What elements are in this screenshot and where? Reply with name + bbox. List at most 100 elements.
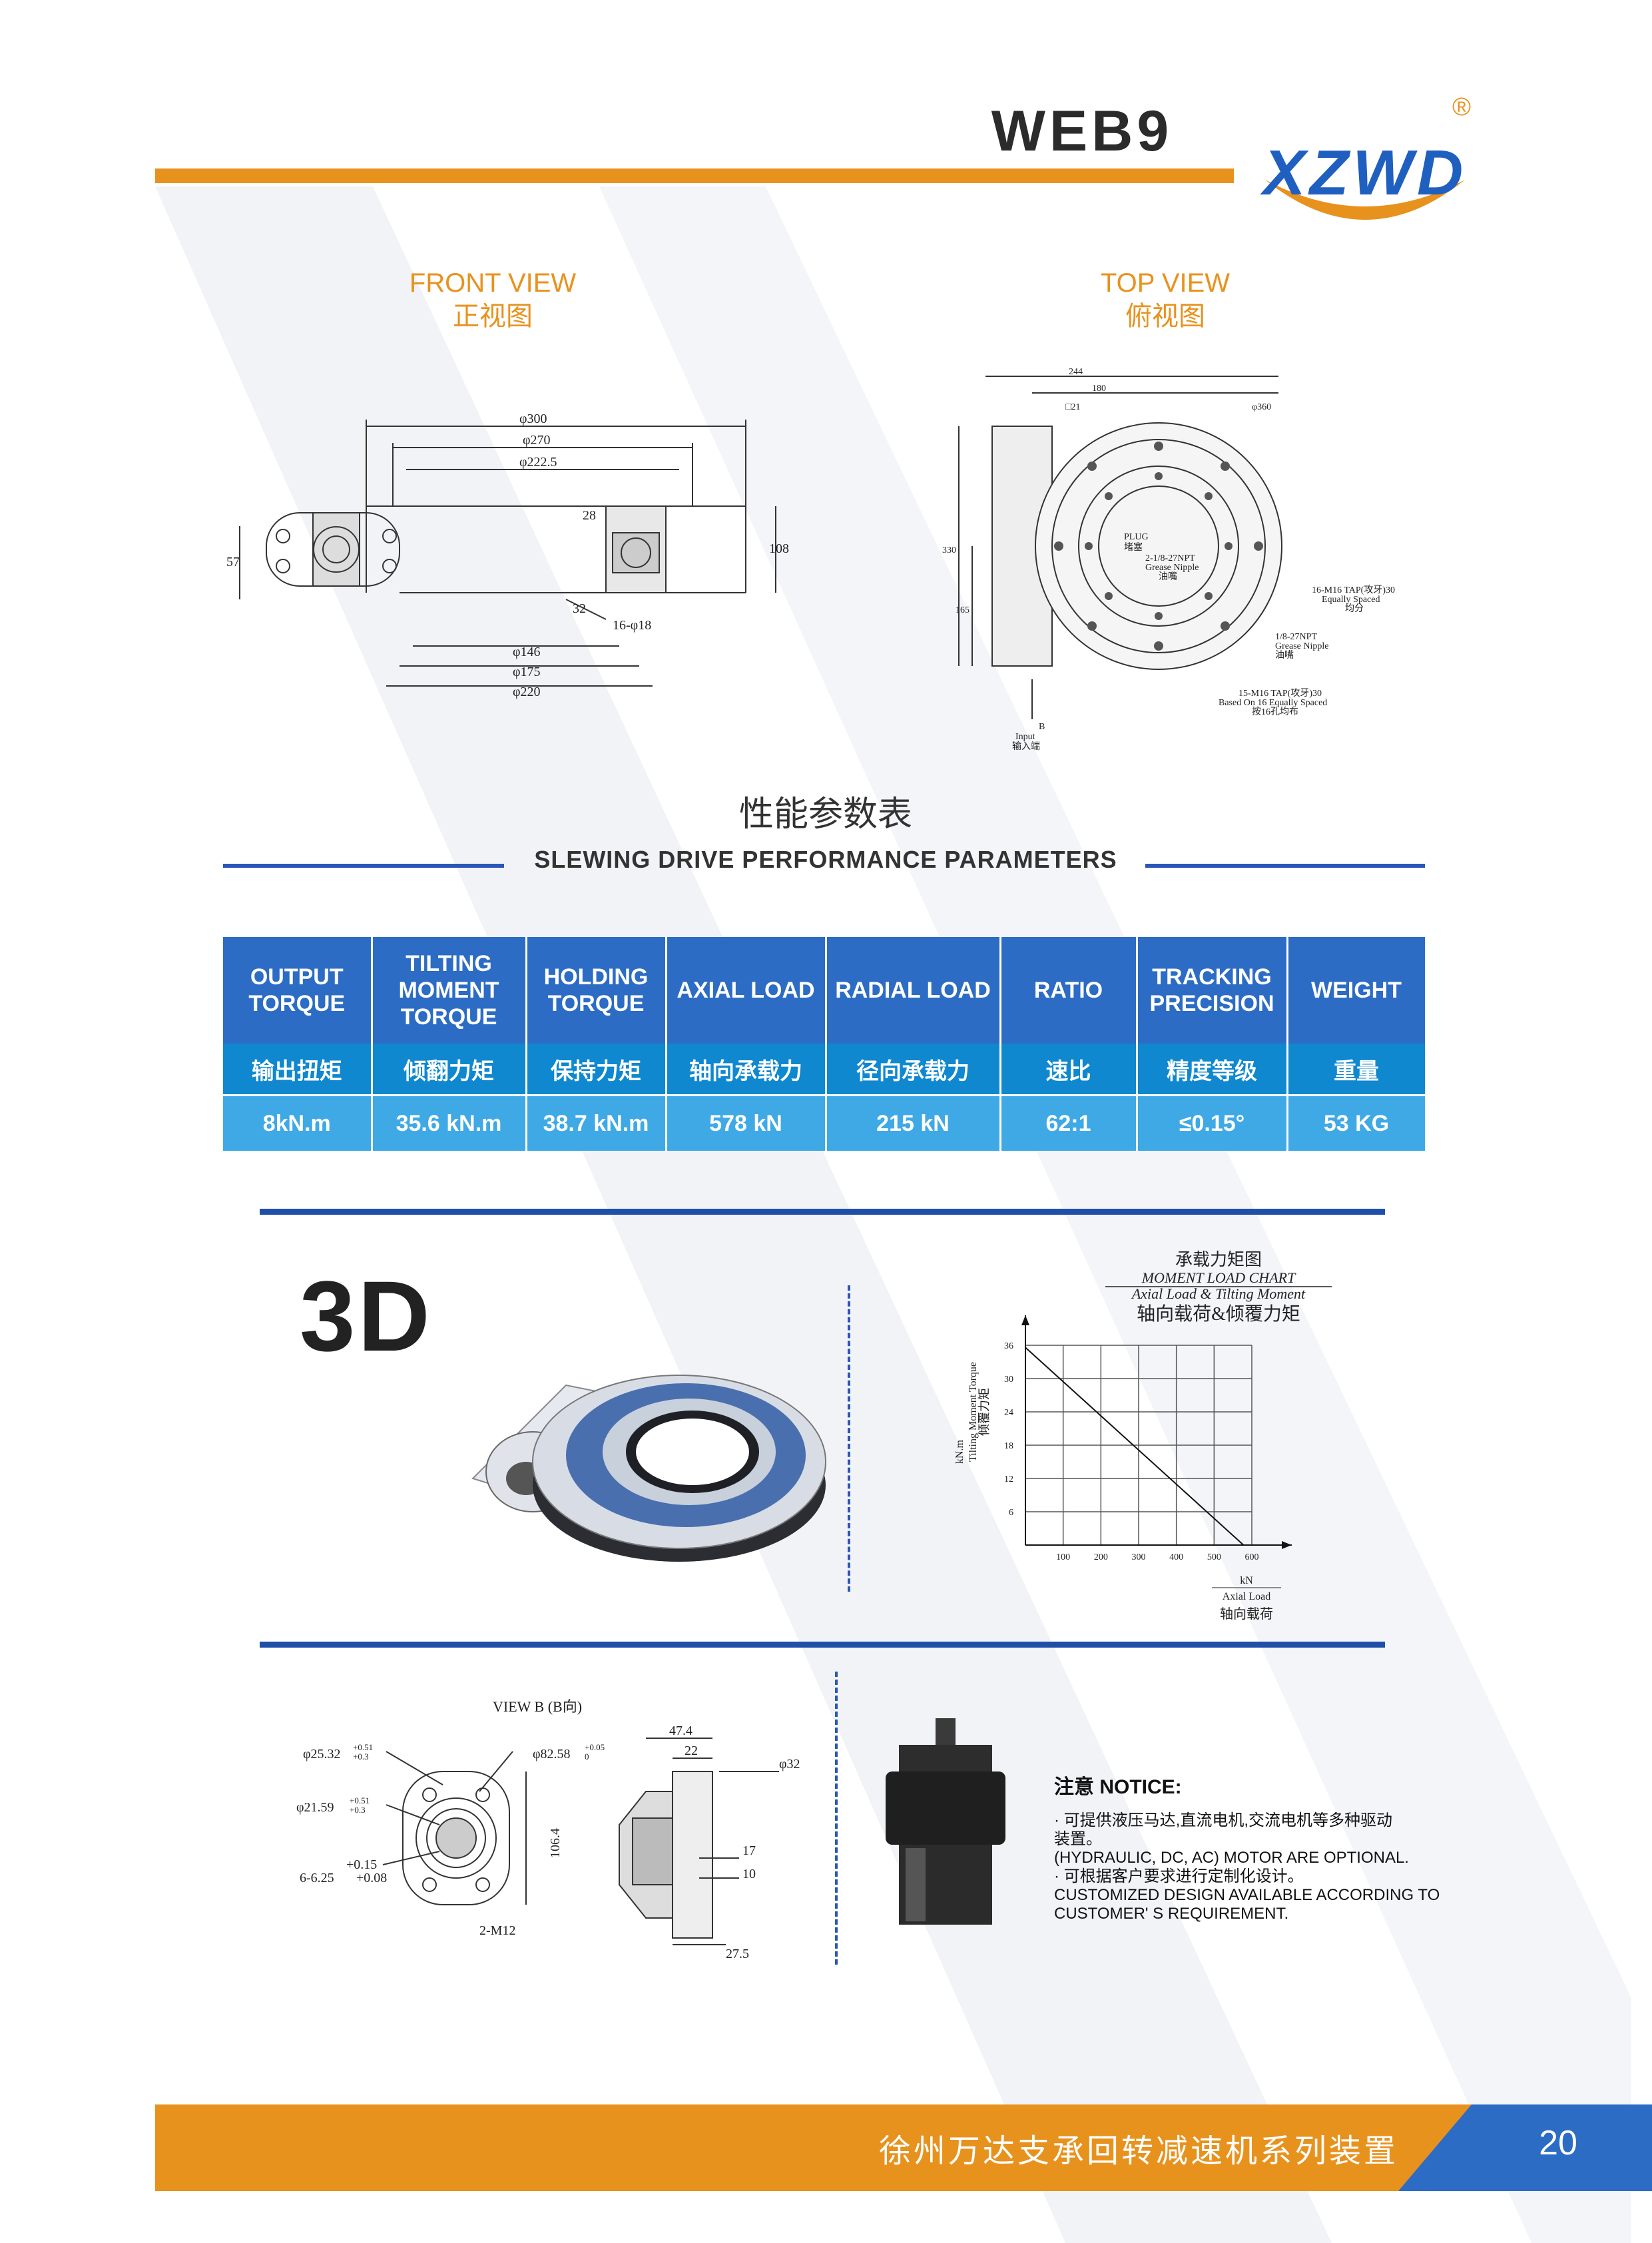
label-plug: PLUG <box>1124 532 1149 542</box>
dim-tol-d2: +0.08 <box>356 1871 387 1885</box>
top-view-title: TOP VIEW 俯视图 <box>1065 266 1265 333</box>
chart-x-arrow <box>1282 1541 1292 1549</box>
chart-y-arrow <box>1021 1315 1029 1325</box>
notice-line: · 可提供液压马达,直流电机,交流电机等多种驱动 <box>1054 1811 1392 1829</box>
top-view-title-cn: 俯视图 <box>1125 302 1205 331</box>
chart-subtitle-cn: 轴向载荷&倾覆力矩 <box>1137 1303 1300 1325</box>
dim-82-58: φ82.58 <box>533 1747 571 1762</box>
dim-tol-a2: +0.3 <box>353 1752 369 1762</box>
table-cell: 38.7 kN.m <box>526 1094 667 1151</box>
label-tap2c: 按16孔均布 <box>1252 707 1298 717</box>
dim-165: 165 <box>956 605 969 615</box>
dim-330: 330 <box>942 545 956 555</box>
dim-300: φ300 <box>519 412 547 426</box>
table-cell: 速比 <box>1000 1044 1138 1096</box>
dim-16-18: 16-φ18 <box>613 618 651 633</box>
label-grease-2: Grease Nipple <box>1145 563 1199 573</box>
dim-222: φ222.5 <box>519 455 557 470</box>
table-cell: 8kN.m <box>223 1094 373 1151</box>
table-cell: 径向承载力 <box>826 1044 1001 1096</box>
chart-x-tick-label: 300 <box>1132 1552 1146 1562</box>
divider-dashed-2 <box>835 1672 838 1965</box>
notice-line: CUSTOMIZED DESIGN AVAILABLE ACCORDING TO <box>1054 1886 1440 1904</box>
col-header: AXIAL LOAD <box>666 937 827 1044</box>
dim-10: 10 <box>742 1867 756 1881</box>
table-cell: 53 KG <box>1287 1094 1427 1151</box>
label-npt-2: Grease Nipple <box>1275 641 1328 651</box>
col-header: RATIO <box>1000 937 1138 1044</box>
dim-28: 28 <box>583 508 596 523</box>
label-tap1: 16-M16 TAP(攻牙)30 <box>1312 585 1395 595</box>
view-b-title: VIEW B (B向) <box>493 1698 582 1715</box>
dim-220: φ220 <box>513 685 541 699</box>
3d-render-image <box>471 1375 826 1562</box>
table-cell: 保持力矩 <box>526 1044 667 1096</box>
front-view-title-cn: 正视图 <box>453 302 533 331</box>
col-header: RADIAL LOAD <box>826 937 1001 1044</box>
dim-146: φ146 <box>513 645 541 659</box>
chart-xlabel: Axial Load <box>1223 1591 1270 1602</box>
chart-x-tick-label: 400 <box>1169 1552 1183 1562</box>
dim-47-4: 47.4 <box>669 1724 692 1738</box>
notice-line: 装置。 <box>1054 1830 1102 1848</box>
table-value-row: 8kN.m 35.6 kN.m 38.7 kN.m 578 kN 215 kN … <box>223 1094 1427 1151</box>
table-cell: 578 kN <box>666 1094 827 1151</box>
dim-57: 57 <box>226 555 240 569</box>
table-cell: 35.6 kN.m <box>372 1094 527 1151</box>
dim-tol-c2: +0.3 <box>350 1805 366 1815</box>
table-cell: 输出扭矩 <box>223 1044 373 1096</box>
chart-xlabel-cn: 轴向载荷 <box>1220 1606 1273 1622</box>
front-view-title-en: FRONT VIEW <box>409 268 577 298</box>
dim-244: 244 <box>1069 367 1083 377</box>
dim-27-5: 27.5 <box>726 1947 749 1961</box>
table-cell: 215 kN <box>826 1094 1001 1151</box>
chart-ylabel-unit: kN.m <box>954 1439 965 1464</box>
table-cell: 精度等级 <box>1137 1044 1288 1096</box>
top-view-drawing: 244 180 □21 φ360 330 165 PLUG 堵塞 2-1/8-2… <box>942 367 1395 752</box>
table-cn-row: 输出扭矩 倾翻力矩 保持力矩 轴向承载力 径向承载力 速比 精度等级 重量 <box>223 1044 1427 1096</box>
dim-32: 32 <box>573 601 586 616</box>
dim-tol-b1: +0.05 <box>585 1742 605 1752</box>
notice-title: 注意 NOTICE: <box>1054 1776 1182 1798</box>
label-grease-cn: 油嘴 <box>1159 571 1177 582</box>
dim-tol-c1: +0.51 <box>350 1795 370 1805</box>
perf-title-cn: 性能参数表 <box>738 795 912 834</box>
front-view-title: FRONT VIEW 正视图 <box>393 266 593 333</box>
motor-image <box>886 1718 1005 1925</box>
table-cell: 62:1 <box>1000 1094 1138 1151</box>
chart-x-tick-label: 200 <box>1094 1552 1108 1562</box>
label-npt-cn: 油嘴 <box>1275 650 1294 661</box>
section-rule-top <box>260 1209 1385 1215</box>
dim-25-32: φ25.32 <box>303 1747 341 1762</box>
dim-22: 22 <box>685 1744 698 1758</box>
chart-y-tick-label: 6 <box>1009 1508 1013 1518</box>
brand-logo: XZWD <box>1262 137 1468 208</box>
dim-21-59: φ21.59 <box>296 1800 334 1815</box>
chart-ylabel: Tilting Moment Torque <box>967 1362 979 1462</box>
brand-logo-swoosh <box>1265 180 1465 220</box>
dim-360: φ360 <box>1252 402 1271 412</box>
label-tap2b: Based On 16 Equally Spaced <box>1219 698 1327 708</box>
footer-page-tab <box>1398 2104 1652 2191</box>
dim-270: φ270 <box>523 433 551 448</box>
dim-108: 108 <box>769 541 789 556</box>
dim-175: φ175 <box>513 665 541 679</box>
chart-xlabel-unit: kN <box>1240 1575 1253 1586</box>
label-tap2: 15-M16 TAP(攻牙)30 <box>1239 688 1322 699</box>
notice-line: (HYDRAULIC, DC, AC) MOTOR ARE OPTIONAL. <box>1054 1849 1409 1867</box>
chart-series-line <box>1025 1347 1244 1546</box>
table-cell: ≤0.15° <box>1137 1094 1288 1151</box>
footer-bar <box>155 2104 1553 2191</box>
dim-2-m12: 2-M12 <box>479 1923 515 1938</box>
chart-title: 承载力矩图 <box>1175 1250 1262 1269</box>
registered-mark: ® <box>1452 93 1471 121</box>
dim-21: □21 <box>1065 402 1080 412</box>
dim-tol-a1: +0.51 <box>353 1742 373 1752</box>
chart-x-tick-label: 100 <box>1056 1552 1070 1562</box>
table-cell: 重量 <box>1287 1044 1427 1096</box>
label-b: B <box>1039 722 1045 732</box>
